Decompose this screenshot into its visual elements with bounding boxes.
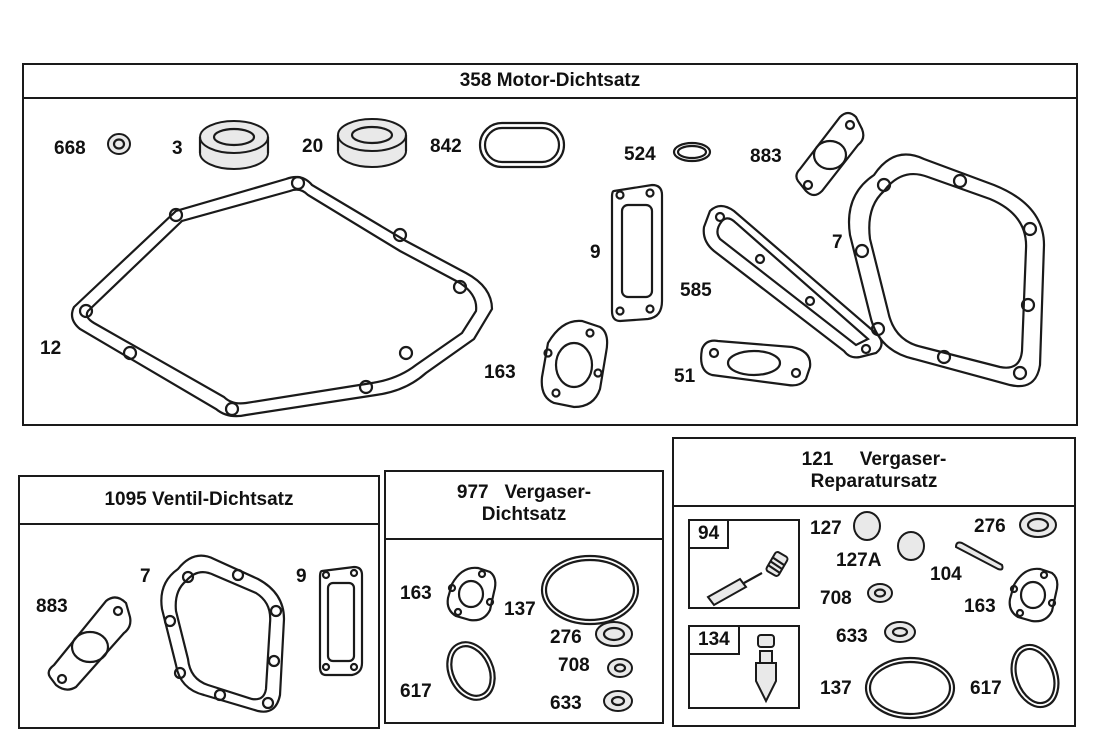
welch-plug-127A-drawing <box>897 531 925 561</box>
part-label-883: 883 <box>750 146 782 167</box>
repair-kit-part-label-127A: 127A <box>836 550 882 571</box>
sub-kit-134-box: 134 <box>688 625 800 709</box>
carb-repair-kit-title: 121 Vergaser- Reparatursatz <box>674 439 1074 507</box>
part-label-842: 842 <box>430 136 462 157</box>
part-label-20: 20 <box>302 136 324 157</box>
repair-kit-part-label-127: 127 <box>810 518 842 539</box>
part-label-524: 524 <box>624 144 656 165</box>
repair-kit-gasket-163-drawing <box>1008 567 1059 623</box>
needle-valve-94-drawing <box>706 551 789 607</box>
repair-kit-part-label-633: 633 <box>836 626 868 647</box>
part-label-163: 163 <box>484 362 516 383</box>
repair-kit-o-ring-617-drawing <box>1010 643 1060 709</box>
valve-kit-part-label-883: 883 <box>36 596 68 617</box>
part-label-7: 7 <box>832 232 843 253</box>
repair-kit-part-label-104: 104 <box>930 564 962 585</box>
breather-gasket-585-drawing <box>702 204 883 359</box>
carb-repair-kit-title-line1: 121 Vergaser- <box>801 449 947 470</box>
valve-kit-part-label-7: 7 <box>140 566 151 587</box>
repair-kit-seal-276-drawing <box>1019 512 1057 538</box>
part-label-585: 585 <box>680 280 712 301</box>
sub-kit-94-box: 94 <box>688 519 800 609</box>
valve-gasket-kit-title: 1095 Ventil-Dichtsatz <box>20 477 378 525</box>
motor-gasket-kit-title: 358 Motor-Dichtsatz <box>24 65 1076 99</box>
carb-kit-part-label-276: 276 <box>550 627 582 648</box>
carb-kit-part-label-137: 137 <box>504 599 536 620</box>
repair-kit-seal-633-drawing <box>884 621 916 643</box>
carb-kit-seal-276-drawing <box>595 621 633 647</box>
part-label-51: 51 <box>674 366 696 387</box>
valve-cover-gasket-9-drawing <box>610 183 664 323</box>
o-ring-842-drawing <box>478 121 566 169</box>
part-label-668: 668 <box>54 138 86 159</box>
carb-gasket-kit-title: 977 Vergaser- Dichtsatz <box>386 472 662 540</box>
o-ring-524-drawing <box>672 141 712 163</box>
seal-668-drawing <box>107 133 131 155</box>
part-label-3: 3 <box>172 138 183 159</box>
carb-kit-part-label-633: 633 <box>550 693 582 714</box>
welch-plug-127-drawing <box>853 511 881 541</box>
pin-104-drawing <box>954 541 1004 571</box>
carb-kit-o-ring-137-drawing <box>540 554 640 626</box>
repair-kit-o-ring-137-drawing <box>864 656 956 720</box>
carb-repair-kit-title-line2: Reparatursatz <box>810 471 938 492</box>
sub-kit-134-label: 134 <box>690 627 740 655</box>
valve-kit-part-label-9: 9 <box>296 566 307 587</box>
repair-kit-seal-708-drawing <box>867 583 893 603</box>
sub-kit-94-label: 94 <box>690 521 730 549</box>
exhaust-gasket-51-drawing <box>700 339 812 387</box>
carb-gasket-kit-title-line1: 977 Vergaser- <box>456 482 592 503</box>
repair-kit-part-label-137: 137 <box>820 678 852 699</box>
valve-kit-intake-gasket-883-drawing <box>47 596 132 691</box>
carb-kit-seal-708-drawing <box>607 658 633 678</box>
oil-seal-3-drawing <box>198 120 270 170</box>
part-label-9: 9 <box>590 242 601 263</box>
repair-kit-part-label-163: 163 <box>964 596 996 617</box>
carb-kit-part-label-617: 617 <box>400 681 432 702</box>
float-needle-134-drawing <box>755 634 777 704</box>
carb-kit-o-ring-617-drawing <box>446 641 496 701</box>
motor-gasket-kit-panel: 358 Motor-Dichtsatz 668 3 20 842 524 883… <box>22 63 1078 426</box>
carb-repair-kit-panel: 121 Vergaser- Reparatursatz 94 134 127 1… <box>672 437 1076 727</box>
oil-seal-20-drawing <box>336 118 408 168</box>
part-label-12: 12 <box>40 338 62 359</box>
valve-kit-cover-gasket-9-drawing <box>318 565 364 677</box>
carb-kit-seal-633-drawing <box>603 690 633 712</box>
valve-gasket-kit-panel: 1095 Ventil-Dichtsatz 883 7 9 <box>18 475 380 729</box>
carb-gasket-kit-title-line2: Dichtsatz <box>481 504 567 525</box>
repair-kit-part-label-617: 617 <box>970 678 1002 699</box>
carb-kit-part-label-163: 163 <box>400 583 432 604</box>
repair-kit-part-label-276: 276 <box>974 516 1006 537</box>
crankcase-gasket-12-drawing <box>70 175 494 418</box>
carb-kit-gasket-163-drawing <box>446 566 497 622</box>
valve-kit-head-gasket-7-drawing <box>160 554 286 713</box>
repair-kit-part-label-708: 708 <box>820 588 852 609</box>
carb-gasket-kit-panel: 977 Vergaser- Dichtsatz 163 137 276 617 … <box>384 470 664 724</box>
carburetor-gasket-163-drawing <box>540 319 609 409</box>
intake-gasket-883-drawing <box>795 111 865 197</box>
carb-kit-part-label-708: 708 <box>558 655 590 676</box>
